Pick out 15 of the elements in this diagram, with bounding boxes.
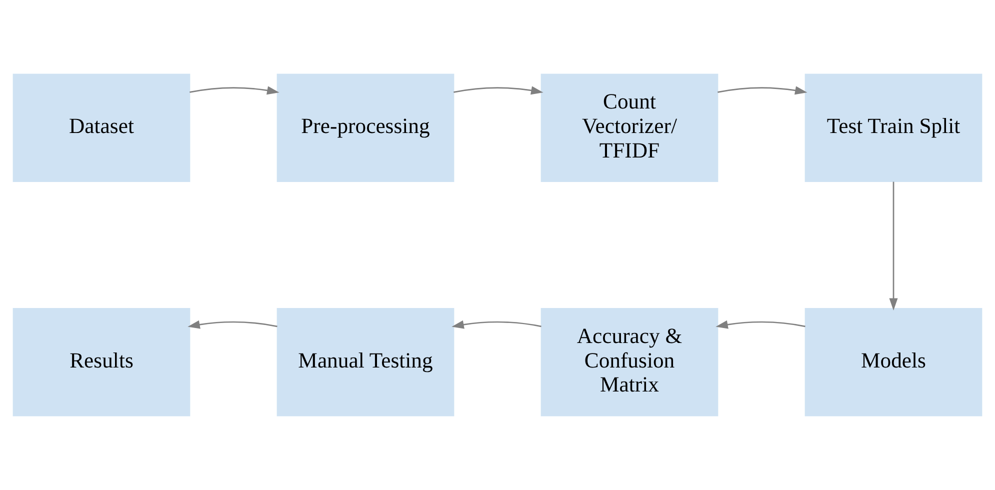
arrow <box>452 320 542 329</box>
node-box: Models <box>804 308 982 416</box>
node-box: Count Vectorizer/ TFIDF <box>540 74 718 182</box>
node-box: Dataset <box>12 74 190 182</box>
node-box: Test Train Split <box>804 74 982 182</box>
node-box: Pre-processing <box>276 74 454 182</box>
node-box: Manual Testing <box>276 308 454 416</box>
node-box: Results <box>12 308 190 416</box>
arrow <box>716 320 806 329</box>
arrow <box>454 86 544 95</box>
arrow <box>188 320 278 329</box>
arrow <box>889 182 898 310</box>
arrow <box>718 86 808 95</box>
node-box: Accuracy & Confusion Matrix <box>540 308 718 416</box>
arrow <box>190 86 280 95</box>
